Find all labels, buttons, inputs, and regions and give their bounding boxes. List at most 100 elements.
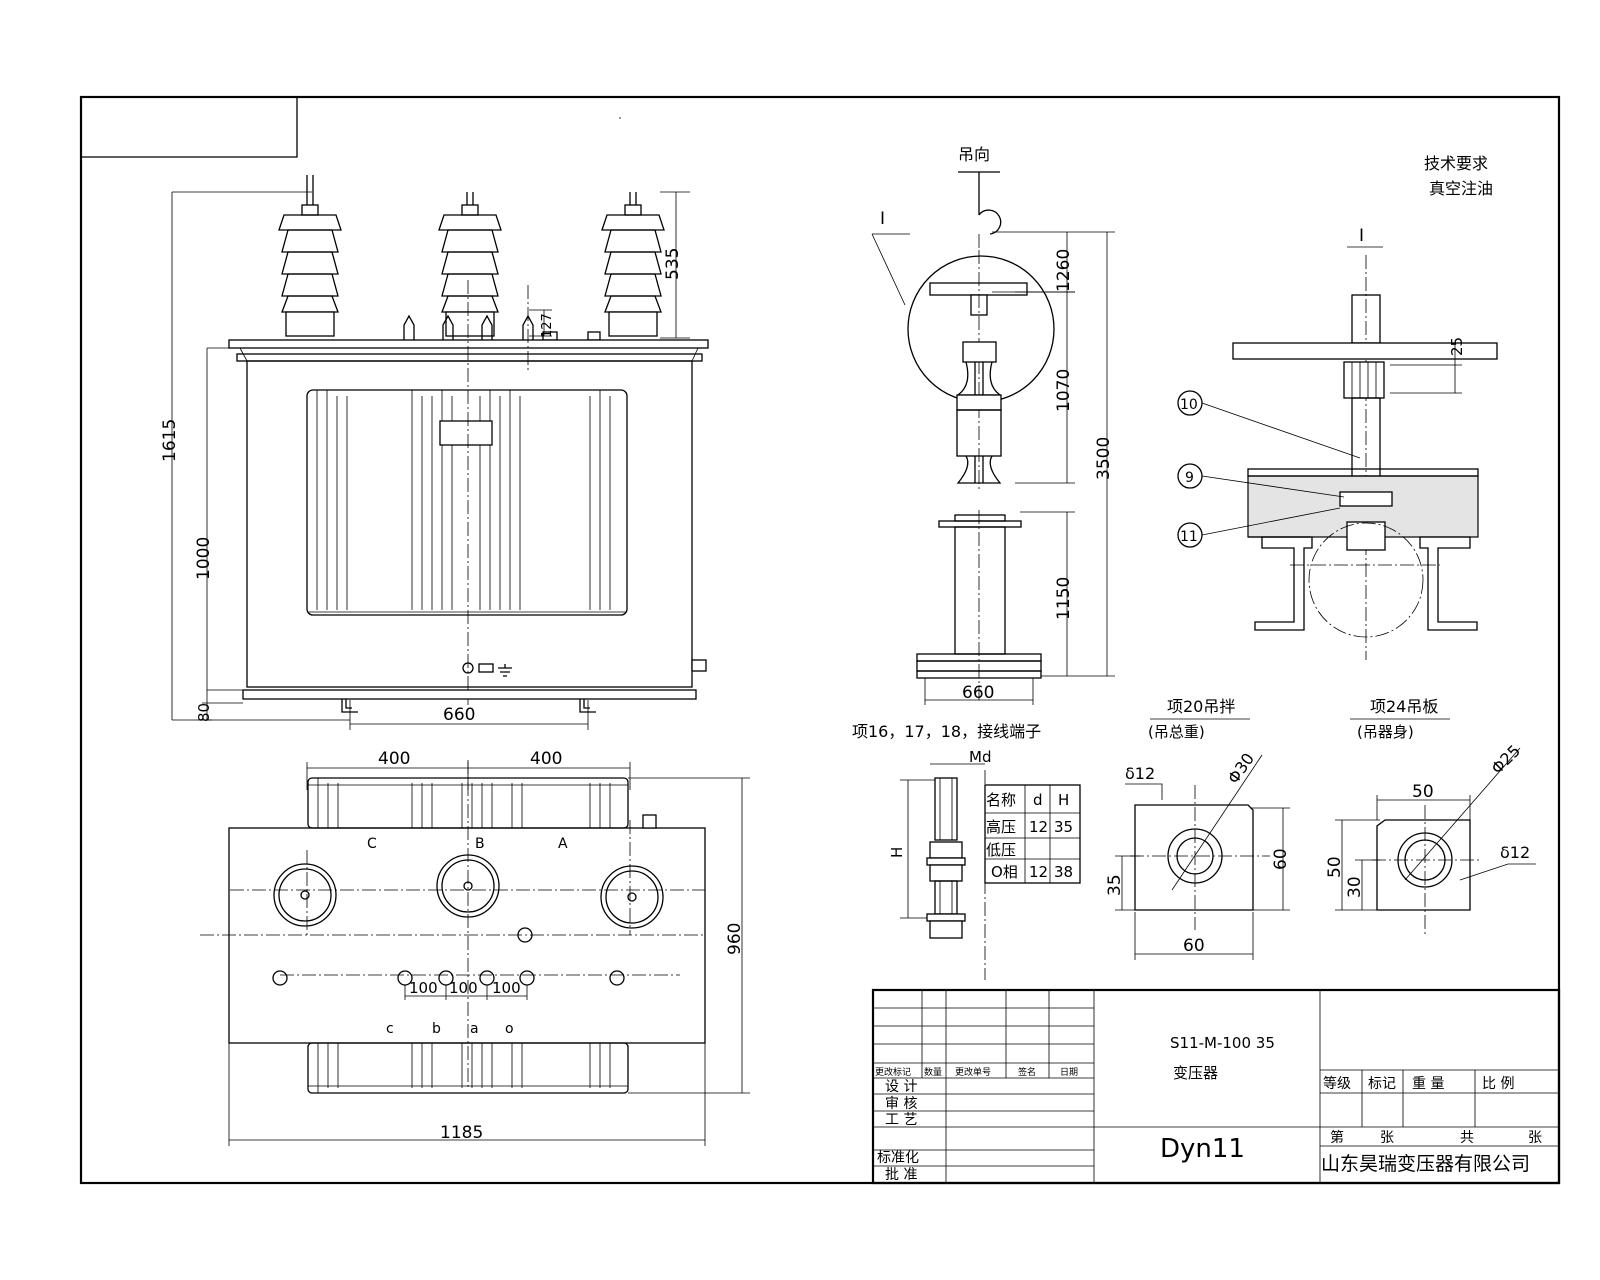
detail-i-circle xyxy=(907,255,1055,403)
plate-hole: Φ25 xyxy=(1487,741,1524,778)
plate-thickness: δ12 xyxy=(1500,843,1530,862)
table-h-d: d xyxy=(1033,791,1043,809)
lv-label-o: o xyxy=(505,1021,514,1037)
sheet-total-unit: 张 xyxy=(1528,1130,1542,1146)
terminal-title: 项16，17，18，接线端子 xyxy=(852,722,1041,741)
lv-label-a: a xyxy=(470,1021,479,1037)
table-h-h: H xyxy=(1058,791,1069,809)
grade-h-2: 标记 xyxy=(1368,1076,1396,1092)
lug-dim-60-w: 60 xyxy=(1183,936,1205,956)
dim-100-1: 100 xyxy=(409,979,438,997)
dim-1185: 1185 xyxy=(440,1123,483,1143)
table-r3-d: 12 xyxy=(1029,863,1048,881)
detail-i-title: I xyxy=(1359,226,1364,246)
nameplate xyxy=(439,420,493,446)
table-h-name: 名称 xyxy=(986,791,1016,809)
dim-100-2: 100 xyxy=(449,979,478,997)
table-r3-name: O相 xyxy=(991,863,1018,881)
tech-req-item: 真空注油 xyxy=(1429,179,1493,198)
table-r1-d: 12 xyxy=(1029,818,1048,836)
dim-535: 535 xyxy=(663,248,683,280)
sheet-total-label: 共 xyxy=(1460,1130,1474,1146)
drawing-number-box xyxy=(81,97,298,158)
hv-bushing-left xyxy=(278,175,342,337)
dim-1260: 1260 xyxy=(1054,249,1074,292)
plan-center-mark xyxy=(517,927,533,943)
hv-label-a: A xyxy=(558,836,568,852)
dim-127: 127 xyxy=(540,313,555,338)
lv-label-c: c xyxy=(386,1021,394,1037)
rev-h-4: 签名 xyxy=(1018,1066,1036,1078)
rev-h-1: 更改标记 xyxy=(875,1066,911,1078)
dim-1000: 1000 xyxy=(194,537,214,580)
lifting-hook-icon xyxy=(978,209,1002,235)
table-r1-name: 高压 xyxy=(986,818,1016,836)
lug-subtitle: (吊总重) xyxy=(1148,723,1205,741)
dim-100-3: 100 xyxy=(492,979,521,997)
plan-drain xyxy=(642,814,657,829)
dim-1070: 1070 xyxy=(1054,369,1074,412)
lv-bushings xyxy=(403,314,601,341)
hv-bushing-middle xyxy=(438,192,502,337)
dim-3500: 3500 xyxy=(1094,437,1114,480)
ground-terminal-icon xyxy=(462,662,512,677)
detail-top-plate xyxy=(1232,342,1498,360)
plate-dim-50-w: 50 xyxy=(1412,782,1434,802)
sheet-border xyxy=(79,95,1561,1185)
grade-h-4: 比 例 xyxy=(1482,1076,1514,1092)
table-r3-h: 38 xyxy=(1054,863,1073,881)
turnbuckle xyxy=(955,341,1003,484)
hv-label-b: B xyxy=(475,836,485,852)
dim-660-front: 660 xyxy=(443,705,475,725)
lifting-lug-detail: 项20吊拌 (吊总重) δ12 Φ30 60 35 60 xyxy=(1105,697,1291,960)
drain-valve xyxy=(691,659,707,672)
grade-h-1: 等级 xyxy=(1323,1075,1351,1092)
rev-h-2: 数量 xyxy=(924,1066,942,1078)
dim-400-right: 400 xyxy=(530,749,562,769)
hv-bushing-tops xyxy=(273,854,664,929)
hv-bushing-right xyxy=(601,192,665,337)
product-name: 变压器 xyxy=(1173,1064,1218,1082)
lv-label-b: b xyxy=(432,1021,441,1037)
detail-i-mark: I xyxy=(880,209,885,229)
company-name: 山东昊瑞变压器有限公司 xyxy=(1321,1153,1530,1175)
plan-radiators xyxy=(307,777,629,1094)
detail-channel-right xyxy=(1419,536,1478,631)
sheet-no-label: 第 xyxy=(1330,1129,1344,1146)
connection-group: Dyn11 xyxy=(1160,1134,1245,1164)
terminal-detail: 项16，17，18，接线端子 Md H 名称 d H 高压 12 35 低压 O… xyxy=(852,722,1081,980)
detail-i-view: I 25 10 9 11 xyxy=(1177,226,1498,660)
role-approve: 批 准 xyxy=(885,1167,917,1183)
model-number: S11-M-100 35 xyxy=(1170,1034,1275,1052)
plate-dim-50-h: 50 xyxy=(1325,856,1345,878)
detail-channel-left xyxy=(1254,536,1313,631)
sheet-no-unit: 张 xyxy=(1380,1130,1394,1146)
tech-req-title: 技术要求 xyxy=(1424,154,1488,173)
tank-body xyxy=(246,360,693,688)
detail-nut-lower xyxy=(1339,491,1393,507)
dim-400-left: 400 xyxy=(378,749,410,769)
rev-h-5: 日期 xyxy=(1060,1067,1078,1078)
table-r1-h: 35 xyxy=(1054,818,1073,836)
role-design: 设 计 xyxy=(885,1079,917,1095)
terminal-stud xyxy=(926,777,966,939)
role-process: 工 艺 xyxy=(885,1112,917,1128)
tank-flange xyxy=(236,353,703,362)
dim-25: 25 xyxy=(1448,337,1466,356)
dim-1615: 1615 xyxy=(160,419,180,462)
plan-cover xyxy=(228,827,706,1044)
lifting-plate-detail: 项24吊板 (吊器身) Φ25 δ12 50 50 30 xyxy=(1325,697,1536,935)
dim-80: 80 xyxy=(195,703,213,722)
lift-direction-label: 吊向 xyxy=(958,145,990,164)
lifting-stand xyxy=(916,510,1042,700)
title-block: 更改标记 数量 更改单号 签名 日期 设 计 审 核 工 艺 标准化 批 准 S… xyxy=(871,988,1561,1185)
role-review: 审 核 xyxy=(885,1096,917,1112)
dim-660-lift: 660 xyxy=(962,683,994,703)
dim-1150: 1150 xyxy=(1054,577,1074,620)
terminal-table xyxy=(984,784,1081,884)
plate-dim-30: 30 xyxy=(1345,876,1365,898)
grade-h-3: 重 量 xyxy=(1412,1076,1444,1092)
lug-title: 项20吊拌 xyxy=(1167,697,1235,716)
lifting-view: 吊向 I xyxy=(871,145,1115,705)
